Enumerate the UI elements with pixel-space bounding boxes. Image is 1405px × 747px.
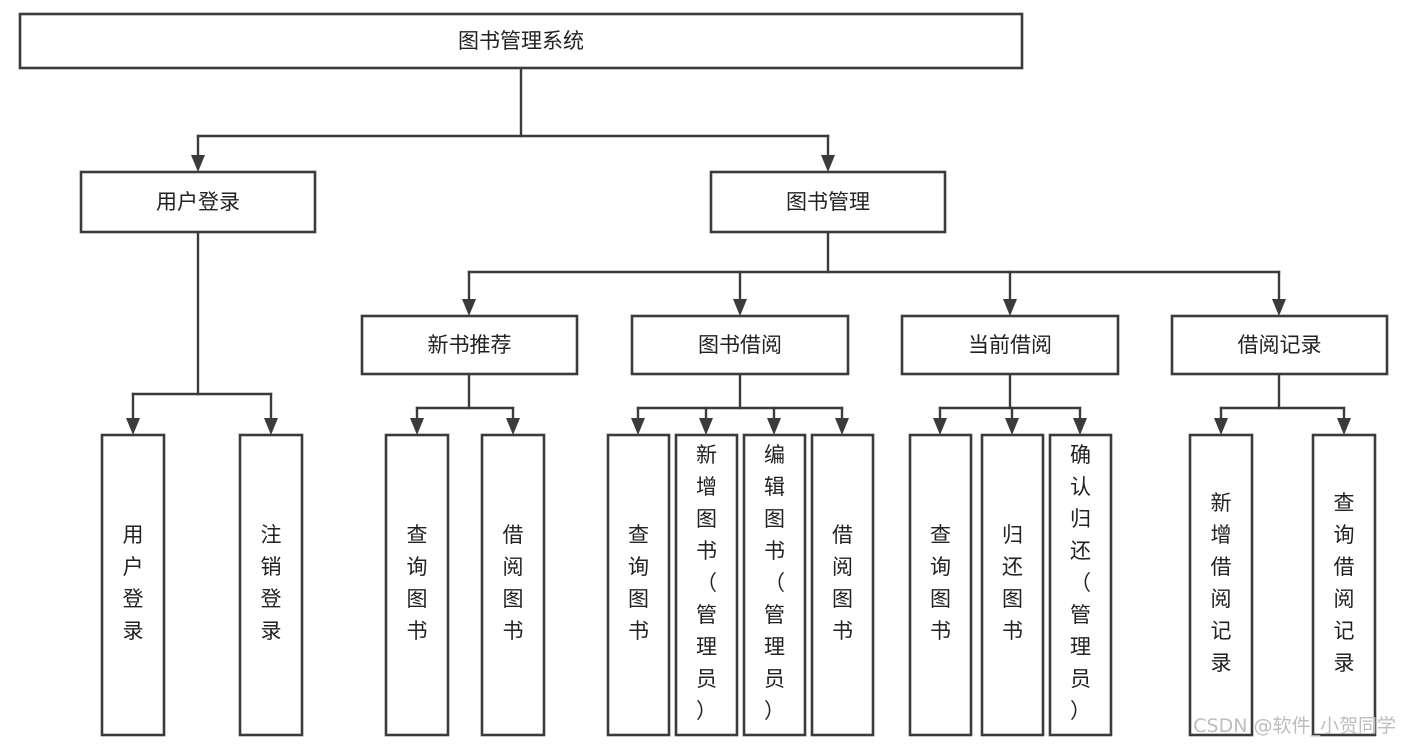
node-leaf-borrow-book-1[interactable]: 借阅图书 <box>480 433 546 737</box>
node-label-borrow-record: 借阅记录 <box>1238 333 1322 357</box>
node-leaf-confirm-return-admin[interactable]: 确认归还（管理员） <box>1048 433 1113 737</box>
node-label-leaf-borrow-book-2: 借阅图书 <box>832 523 853 643</box>
node-label-book-management: 图书管理 <box>786 190 870 214</box>
node-label-current-borrow: 当前借阅 <box>968 333 1052 357</box>
node-box-leaf-query-book-3 <box>908 433 973 737</box>
node-box-leaf-borrow-book-1 <box>480 433 546 737</box>
node-box-leaf-return-book <box>980 433 1045 737</box>
node-layer: 图书管理系统用户登录图书管理新书推荐图书借阅当前借阅借阅记录用户登录注销登录查询… <box>18 12 1389 737</box>
node-label-leaf-confirm-return-admin: 确认归还（管理员） <box>1070 443 1091 723</box>
node-leaf-return-book[interactable]: 归还图书 <box>980 433 1045 737</box>
node-label-book-borrow: 图书借阅 <box>698 333 782 357</box>
node-box-new-book-recommend <box>360 314 579 376</box>
node-label-leaf-logout-login: 注销登录 <box>261 523 282 643</box>
node-leaf-query-borrow-record[interactable]: 查询借阅记录 <box>1311 433 1377 737</box>
node-leaf-query-book-2[interactable]: 查询图书 <box>606 433 671 737</box>
connector-group-borrow-record-to-leaves <box>1214 372 1351 435</box>
node-box-user-login <box>79 170 317 234</box>
node-label-leaf-query-book-1: 查询图书 <box>407 523 428 643</box>
node-book-management[interactable]: 图书管理 <box>709 170 947 234</box>
node-user-login[interactable]: 用户登录 <box>79 170 317 234</box>
connector-group-book-borrow-to-leaves <box>631 372 849 435</box>
node-box-leaf-query-book-1 <box>384 433 450 737</box>
node-root[interactable]: 图书管理系统 <box>18 12 1024 70</box>
node-label-root: 图书管理系统 <box>458 29 584 53</box>
connector-group-user-login-to-leaves <box>126 230 278 435</box>
node-box-leaf-borrow-book-2 <box>810 433 875 737</box>
node-label-leaf-add-borrow-record: 新增借阅记录 <box>1211 491 1232 675</box>
node-box-book-management <box>709 170 947 234</box>
node-label-leaf-user-login: 用户登录 <box>123 523 144 643</box>
node-book-borrow[interactable]: 图书借阅 <box>630 314 850 376</box>
node-label-leaf-edit-book-admin: 编辑图书（管理员） <box>764 443 785 723</box>
node-label-leaf-query-book-2: 查询图书 <box>628 523 649 643</box>
connector-group-root-to-level2 <box>191 66 835 172</box>
node-borrow-record[interactable]: 借阅记录 <box>1170 314 1389 376</box>
connector-layer <box>126 66 1351 435</box>
node-leaf-user-login[interactable]: 用户登录 <box>100 433 166 737</box>
node-label-leaf-borrow-book-1: 借阅图书 <box>503 523 524 643</box>
node-label-leaf-query-book-3: 查询图书 <box>930 523 951 643</box>
node-leaf-logout-login[interactable]: 注销登录 <box>238 433 304 737</box>
node-box-borrow-record <box>1170 314 1389 376</box>
node-box-leaf-query-borrow-record <box>1311 433 1377 737</box>
node-box-leaf-query-book-2 <box>606 433 671 737</box>
node-leaf-query-book-1[interactable]: 查询图书 <box>384 433 450 737</box>
node-label-leaf-query-borrow-record: 查询借阅记录 <box>1334 491 1355 675</box>
node-label-user-login: 用户登录 <box>156 190 240 214</box>
node-leaf-borrow-book-2[interactable]: 借阅图书 <box>810 433 875 737</box>
node-box-leaf-logout-login <box>238 433 304 737</box>
node-box-leaf-user-login <box>100 433 166 737</box>
node-current-borrow[interactable]: 当前借阅 <box>900 314 1120 376</box>
node-box-leaf-add-book-admin <box>674 433 739 737</box>
connector-group-current-borrow-to-leaves <box>933 372 1087 435</box>
node-label-leaf-add-book-admin: 新增图书（管理员） <box>696 443 717 723</box>
node-label-leaf-return-book: 归还图书 <box>1002 523 1023 643</box>
node-leaf-add-book-admin[interactable]: 新增图书（管理员） <box>674 433 739 737</box>
node-box-leaf-confirm-return-admin <box>1048 433 1113 737</box>
node-leaf-edit-book-admin[interactable]: 编辑图书（管理员） <box>742 433 807 737</box>
node-box-leaf-edit-book-admin <box>742 433 807 737</box>
connector-group-book-management-to-level3 <box>462 230 1286 316</box>
node-leaf-query-book-3[interactable]: 查询图书 <box>908 433 973 737</box>
node-box-current-borrow <box>900 314 1120 376</box>
node-box-book-borrow <box>630 314 850 376</box>
node-leaf-add-borrow-record[interactable]: 新增借阅记录 <box>1188 433 1254 737</box>
node-new-book-recommend[interactable]: 新书推荐 <box>360 314 579 376</box>
connector-group-new-book-recommend-to-leaves <box>410 372 520 435</box>
node-box-leaf-add-borrow-record <box>1188 433 1254 737</box>
node-label-new-book-recommend: 新书推荐 <box>428 333 512 357</box>
csdn-watermark: CSDN @软件_小贺同学 <box>1193 715 1396 737</box>
node-box-root <box>18 12 1024 70</box>
